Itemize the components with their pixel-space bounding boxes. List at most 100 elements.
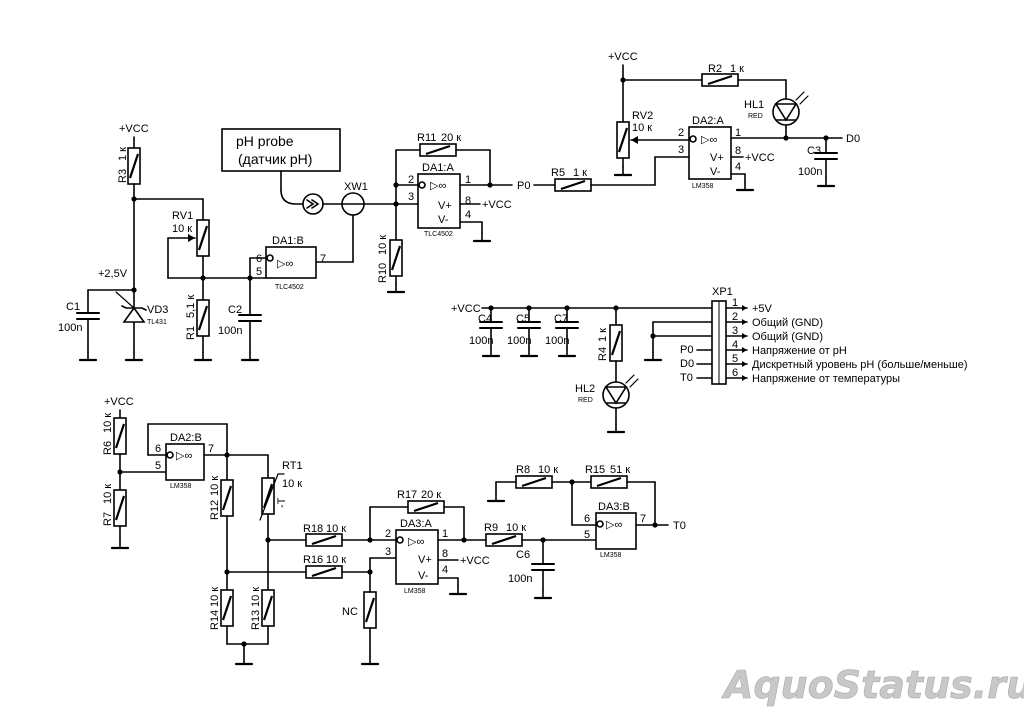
resistor-r7 [112,488,128,528]
xp1-pin-arrow [742,333,747,339]
probe-line2: (датчик pH) [238,151,312,167]
vcc-label-r3: +VCC [119,123,149,135]
r15-ref: R15 [585,464,605,476]
connector-section: +VCC C4 C5 C7 100n 100n 100n R4 1 к HL2 [451,286,968,434]
nc-ref: NC [342,606,358,618]
da3b-ref: DA3:B [598,501,630,513]
xp1-pin-arrow [742,305,747,311]
c2-value: 100n [218,325,242,337]
probe-line1: pH probe [236,133,294,149]
da2a-vplus: V+ [710,152,724,164]
net-d0-top: D0 [846,133,860,145]
da1b-sym: ▷∞ [277,258,293,270]
da1b-pin5: 5 [256,266,262,278]
da2b-sym: ▷∞ [176,450,192,462]
c3-ref: C3 [807,145,821,157]
resistor-r2 [700,72,740,88]
rv2-ref: RV2 [632,110,653,122]
da2a-vcc: +VCC [745,152,775,164]
r4-ref: R4 [597,347,609,361]
resistor-r1 [195,298,211,338]
r9-value: 10 к [506,522,526,534]
xp1-signal-label: +5V [752,303,773,315]
resistor-r13 [260,588,276,628]
da2b-pin6: 6 [155,443,161,455]
c6-value: 100n [508,573,532,585]
hl1-ref: HL1 [744,99,764,111]
thermistor-rt1 [260,476,276,516]
watermark: AquoStatus.ru [721,663,1024,707]
capacitor-c6 [531,563,555,571]
opamp-da1b: DA1:B ▷∞ TLC4502 6 5 7 [247,214,354,291]
c6-ref: C6 [516,549,530,561]
xp1-pin-3: 3 [732,325,738,337]
r12-value: 10 к [209,476,221,496]
resistor-r15 [589,474,629,490]
da2a-pin3: 3 [678,144,684,156]
xp1-signal-label: Напряжение от температуры [752,373,900,385]
xp1-pin-5: 5 [732,353,738,365]
da1b-part: TLC4502 [275,284,304,291]
xp1-pin-arrow [742,375,747,381]
da3a-vcc: +VCC [460,555,490,567]
r18-ref: R18 [303,523,323,535]
hl2-ref: HL2 [575,383,595,395]
da1a-sym: ▷∞ [430,180,446,192]
r5-ref: R5 [551,167,565,179]
rv1-ref: RV1 [172,210,193,222]
xp1-signal-label: Дискретный уровень pH (больше/меньше) [752,359,968,371]
vcc-r6: +VCC [104,396,134,408]
xp1-pin-2: 2 [732,311,738,323]
opamp-da2b [165,443,205,481]
capacitor-c2 [238,314,262,322]
da2b-pin5: 5 [155,460,161,472]
da1a-pin1: 1 [465,174,471,186]
rv2-value: 10 к [632,122,652,134]
da2a-sym: ▷∞ [701,134,717,146]
da2a-ref: DA2:A [692,115,724,127]
xp1-net-t0: T0 [680,372,693,384]
resistor-r10 [388,238,404,278]
da3a-ref: DA3:A [400,518,432,530]
vcc-top: +VCC [608,51,638,63]
c7-ref: C7 [554,313,568,325]
c4-value: 100n [469,335,493,347]
zener-vd3 [122,306,146,323]
r10-ref: R10 [377,263,389,283]
da3a-pin8: 8 [442,548,448,560]
r17-ref: R17 [397,489,417,501]
r1-value: 5,1 к [185,295,197,318]
da1a-vminus: V- [438,214,449,226]
opamp-da3b [595,512,637,550]
net-t0-out: T0 [673,520,686,532]
xp1-pin-arrow [742,319,747,325]
resistor-r9 [484,532,524,548]
r5-value: 1 к [573,167,587,179]
capacitor-c1 [76,312,100,320]
hl2-part: RED [578,397,593,404]
da2a-pin1: 1 [735,127,741,139]
vcc-bus: +VCC [451,303,481,315]
r7-ref: R7 [102,512,114,526]
r17-value: 20 к [421,489,441,501]
da3a-pin1: 1 [442,528,448,540]
da1a-part: TLC4502 [424,231,453,238]
xp1-signal-label: Напряжение от pH [752,345,847,357]
da1b-pin6: 6 [256,253,262,265]
r7-value: 10 к [102,484,114,504]
da2a-pin2: 2 [678,127,684,139]
r14-value: 10 к [209,587,221,607]
xp1-pin-arrow [742,361,747,367]
da1a-vplus: V+ [438,200,452,212]
xp1-signal-label: Общий (GND) [752,331,823,343]
r6-ref: R6 [102,441,114,455]
resistor-r3 [126,146,142,186]
resistor-nc [362,590,378,630]
c5-ref: C5 [516,313,530,325]
da3b-pin6: 6 [584,513,590,525]
resistor-r8 [514,474,554,490]
da1b-ref: DA1:B [272,235,304,247]
vd3-ref: VD3 [147,304,168,316]
da3a-sym: ▷∞ [408,536,424,548]
